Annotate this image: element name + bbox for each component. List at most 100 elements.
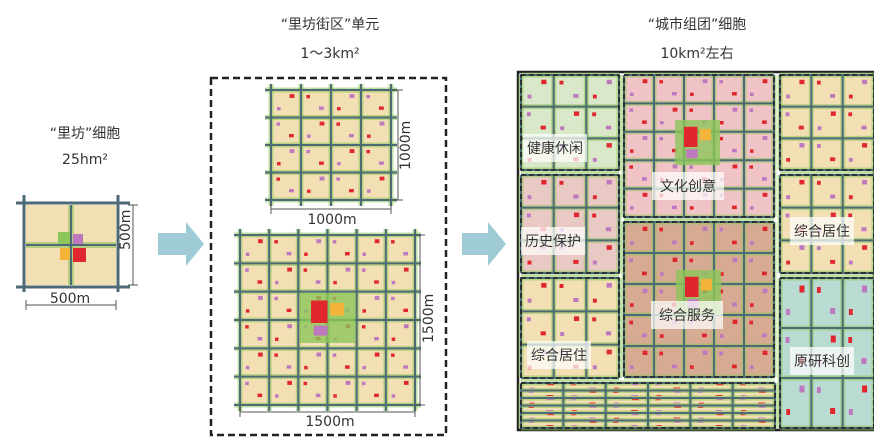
plot	[758, 391, 766, 393]
plot	[816, 180, 821, 185]
center-plot	[700, 279, 712, 291]
plot	[592, 298, 597, 303]
arrow-right-2	[462, 222, 506, 266]
plot	[732, 205, 737, 210]
plot	[613, 391, 619, 393]
plot	[750, 303, 754, 307]
plot	[361, 268, 366, 272]
plot	[374, 295, 380, 300]
plot	[592, 112, 597, 117]
plot	[316, 239, 322, 244]
plot	[379, 176, 385, 181]
plot	[573, 298, 579, 302]
plot	[570, 384, 577, 386]
unit1-width-label: 500m	[49, 291, 91, 307]
plot	[758, 402, 765, 404]
plot	[750, 92, 754, 97]
plot	[848, 195, 853, 200]
unit2-large-width-label: 1500m	[305, 414, 355, 430]
plot	[286, 308, 292, 313]
plot	[403, 252, 408, 256]
plot	[672, 364, 677, 369]
plot	[391, 394, 396, 398]
plot	[526, 317, 531, 322]
plot	[374, 239, 380, 244]
plot	[715, 410, 723, 411]
plot	[362, 252, 366, 256]
plot	[315, 280, 321, 284]
plot	[289, 189, 294, 193]
plot	[848, 260, 853, 265]
plot	[672, 205, 677, 210]
plot	[848, 409, 853, 415]
plot	[570, 414, 577, 416]
plot	[762, 136, 768, 141]
plot	[245, 268, 249, 272]
plot	[655, 384, 661, 386]
plot	[830, 94, 836, 98]
plot	[315, 393, 321, 398]
plot	[257, 280, 263, 284]
plot	[830, 408, 836, 414]
zone-outline	[520, 277, 620, 379]
zone-outline	[779, 74, 874, 171]
plot	[606, 179, 612, 185]
plot	[306, 149, 310, 154]
plot	[332, 240, 337, 244]
plot	[848, 337, 853, 343]
plot	[697, 391, 704, 393]
plot	[750, 206, 754, 210]
plot	[630, 303, 634, 307]
plot	[656, 395, 662, 397]
plot	[716, 414, 724, 416]
plot	[366, 94, 370, 99]
plot	[749, 108, 753, 112]
plot	[830, 212, 836, 218]
zone-label-history: 历史保护	[521, 227, 585, 255]
plot	[848, 157, 853, 162]
plot	[546, 425, 554, 426]
plot	[630, 365, 634, 369]
plot	[257, 393, 263, 398]
plot	[306, 94, 310, 99]
plot	[592, 157, 597, 162]
plot	[720, 121, 724, 125]
plot	[362, 365, 366, 370]
plot	[286, 365, 292, 369]
plot	[785, 213, 790, 218]
plot	[367, 134, 371, 138]
plot	[631, 395, 638, 396]
plot	[786, 157, 791, 162]
plot	[659, 136, 663, 141]
zone-outline	[779, 277, 874, 429]
plot	[589, 421, 597, 423]
plot	[588, 387, 596, 389]
plot	[750, 149, 754, 153]
plot	[642, 136, 648, 141]
plot	[573, 259, 579, 264]
plot	[690, 241, 694, 245]
plot	[732, 364, 737, 369]
plot	[592, 213, 597, 218]
plot	[719, 289, 723, 294]
plot	[333, 280, 337, 285]
plot	[659, 227, 663, 232]
plot	[786, 309, 791, 315]
plot	[391, 280, 396, 285]
plot	[861, 227, 867, 232]
plot	[245, 365, 250, 370]
plot	[570, 399, 577, 401]
unit3-area: 10km²左右	[660, 46, 734, 62]
plot	[862, 285, 868, 293]
plot	[786, 195, 791, 200]
unit2-small-height-label: 1000m	[398, 120, 414, 170]
plot	[697, 421, 704, 423]
plot	[304, 252, 308, 256]
plot	[605, 125, 612, 130]
plot	[656, 410, 662, 412]
plot	[559, 80, 564, 85]
plot	[571, 425, 577, 427]
plot	[642, 271, 647, 276]
plot	[573, 111, 580, 116]
plot	[762, 79, 768, 84]
